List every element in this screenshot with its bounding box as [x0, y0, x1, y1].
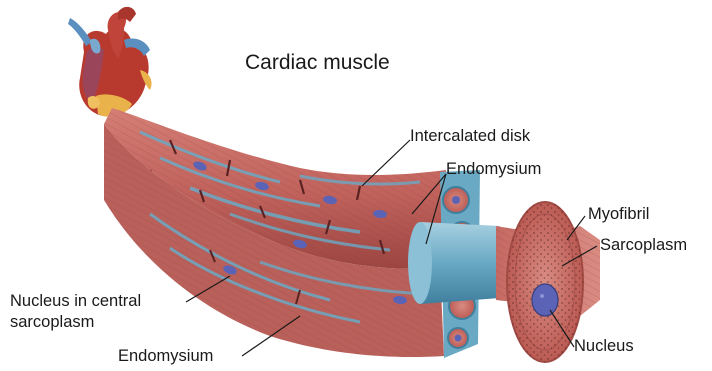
label-nucleus-central-line1: Nucleus in central: [10, 293, 141, 311]
endomysium-sheath: [408, 222, 500, 304]
label-endomysium-bottom: Endomysium: [118, 348, 213, 366]
label-intercalated-disk: Intercalated disk: [410, 128, 530, 146]
label-nucleus: Nucleus: [574, 338, 634, 356]
diagram-title: Cardiac muscle: [245, 52, 390, 75]
label-nucleus-central-line2: sarcoplasm: [10, 314, 94, 332]
label-endomysium-top: Endomysium: [446, 161, 541, 179]
heart-illustration: [68, 7, 152, 117]
label-sarcoplasm: Sarcoplasm: [600, 237, 687, 255]
label-myofibril: Myofibril: [588, 206, 649, 224]
